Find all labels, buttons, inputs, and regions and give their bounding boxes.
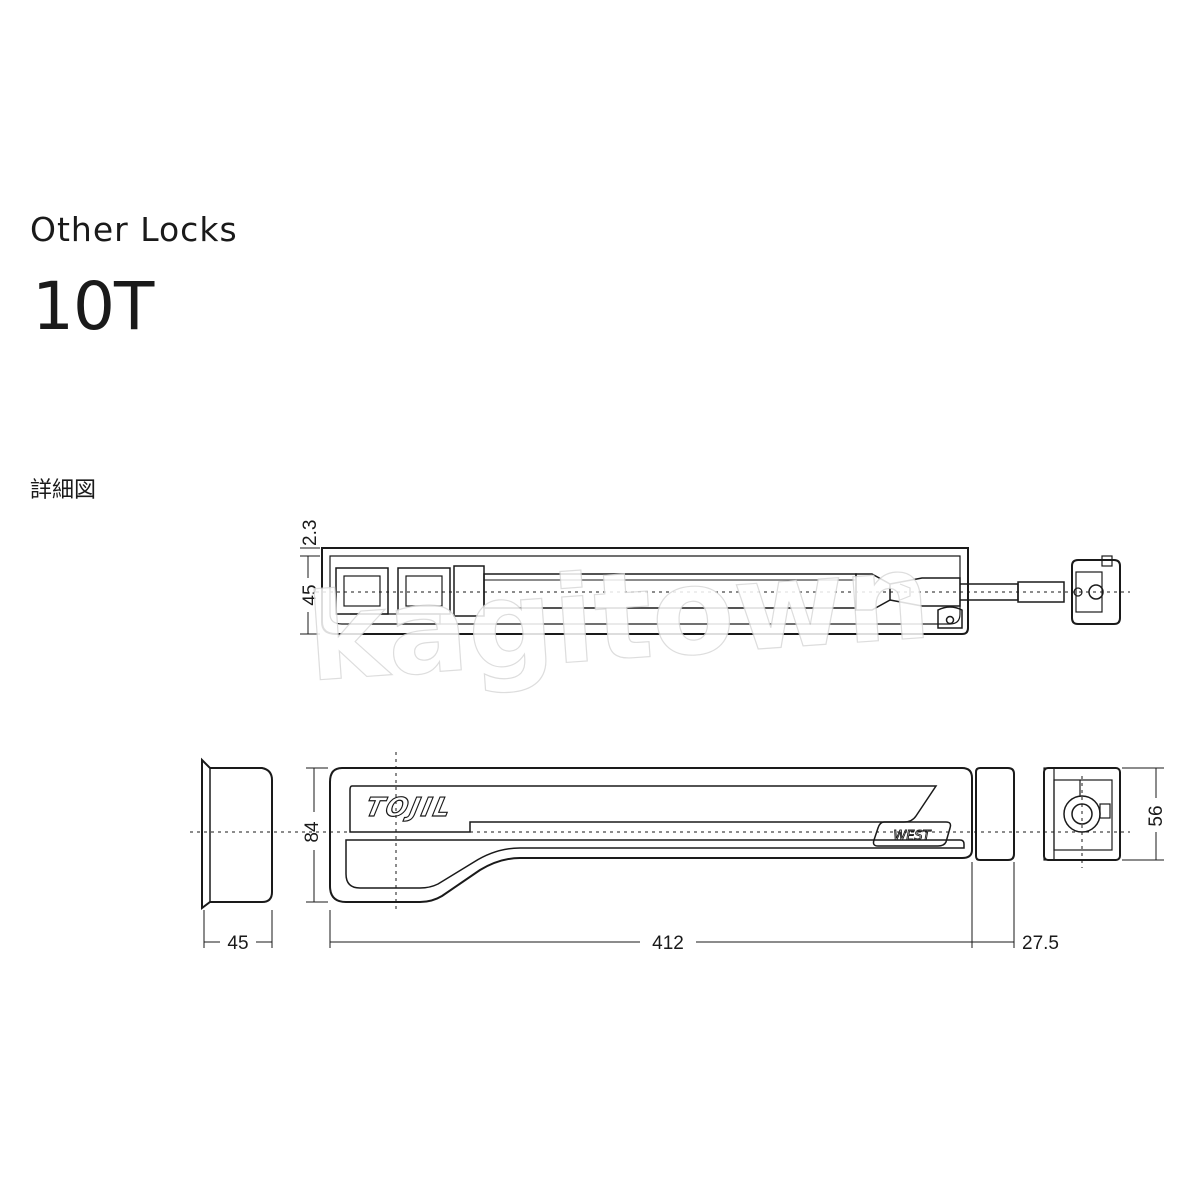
model-title: 10T	[32, 268, 154, 345]
top-view-cylinder-unit	[1071, 559, 1121, 625]
top-view-case-outline	[321, 547, 969, 635]
dim-front-height: 84	[302, 821, 323, 843]
front-view-left-cap	[201, 757, 273, 910]
dim-side-height: 56	[1146, 805, 1167, 826]
front-view-end-piece	[975, 767, 1015, 861]
maker-logo-text: WEST	[893, 829, 931, 844]
side-view-tab	[1099, 803, 1111, 819]
watermark-text: kagitown	[303, 527, 935, 709]
side-view-housing	[1053, 779, 1113, 851]
maker-logo-badge: WEST	[872, 821, 952, 847]
dim-top-height: 45	[300, 584, 321, 605]
top-view-cone-detail	[899, 583, 911, 601]
top-view-base-rail	[350, 613, 441, 625]
top-view-screw-hole	[945, 615, 955, 625]
top-view-mount-tab	[937, 606, 963, 629]
category-title: Other Locks	[30, 210, 238, 249]
dim-end-width: 27.5	[1022, 933, 1059, 954]
front-view-body-outline	[329, 767, 973, 903]
top-view-block-1-inner	[343, 575, 381, 607]
brand-logo: TOJIL	[363, 793, 455, 823]
front-view-body-lower-contour	[345, 839, 965, 889]
detail-drawing-label: 詳細図	[30, 478, 97, 503]
dim-top-thickness: 2.3	[300, 520, 321, 546]
top-view-block-2-inner	[405, 575, 443, 607]
top-view	[300, 547, 1130, 635]
dim-body-length: 412	[652, 933, 684, 954]
front-view-body-inlay	[349, 785, 938, 833]
top-view-cylinder-cap	[1101, 555, 1113, 567]
side-view-flange	[1043, 767, 1055, 861]
dim-cap-width: 45	[227, 933, 248, 954]
front-view	[190, 752, 1164, 948]
